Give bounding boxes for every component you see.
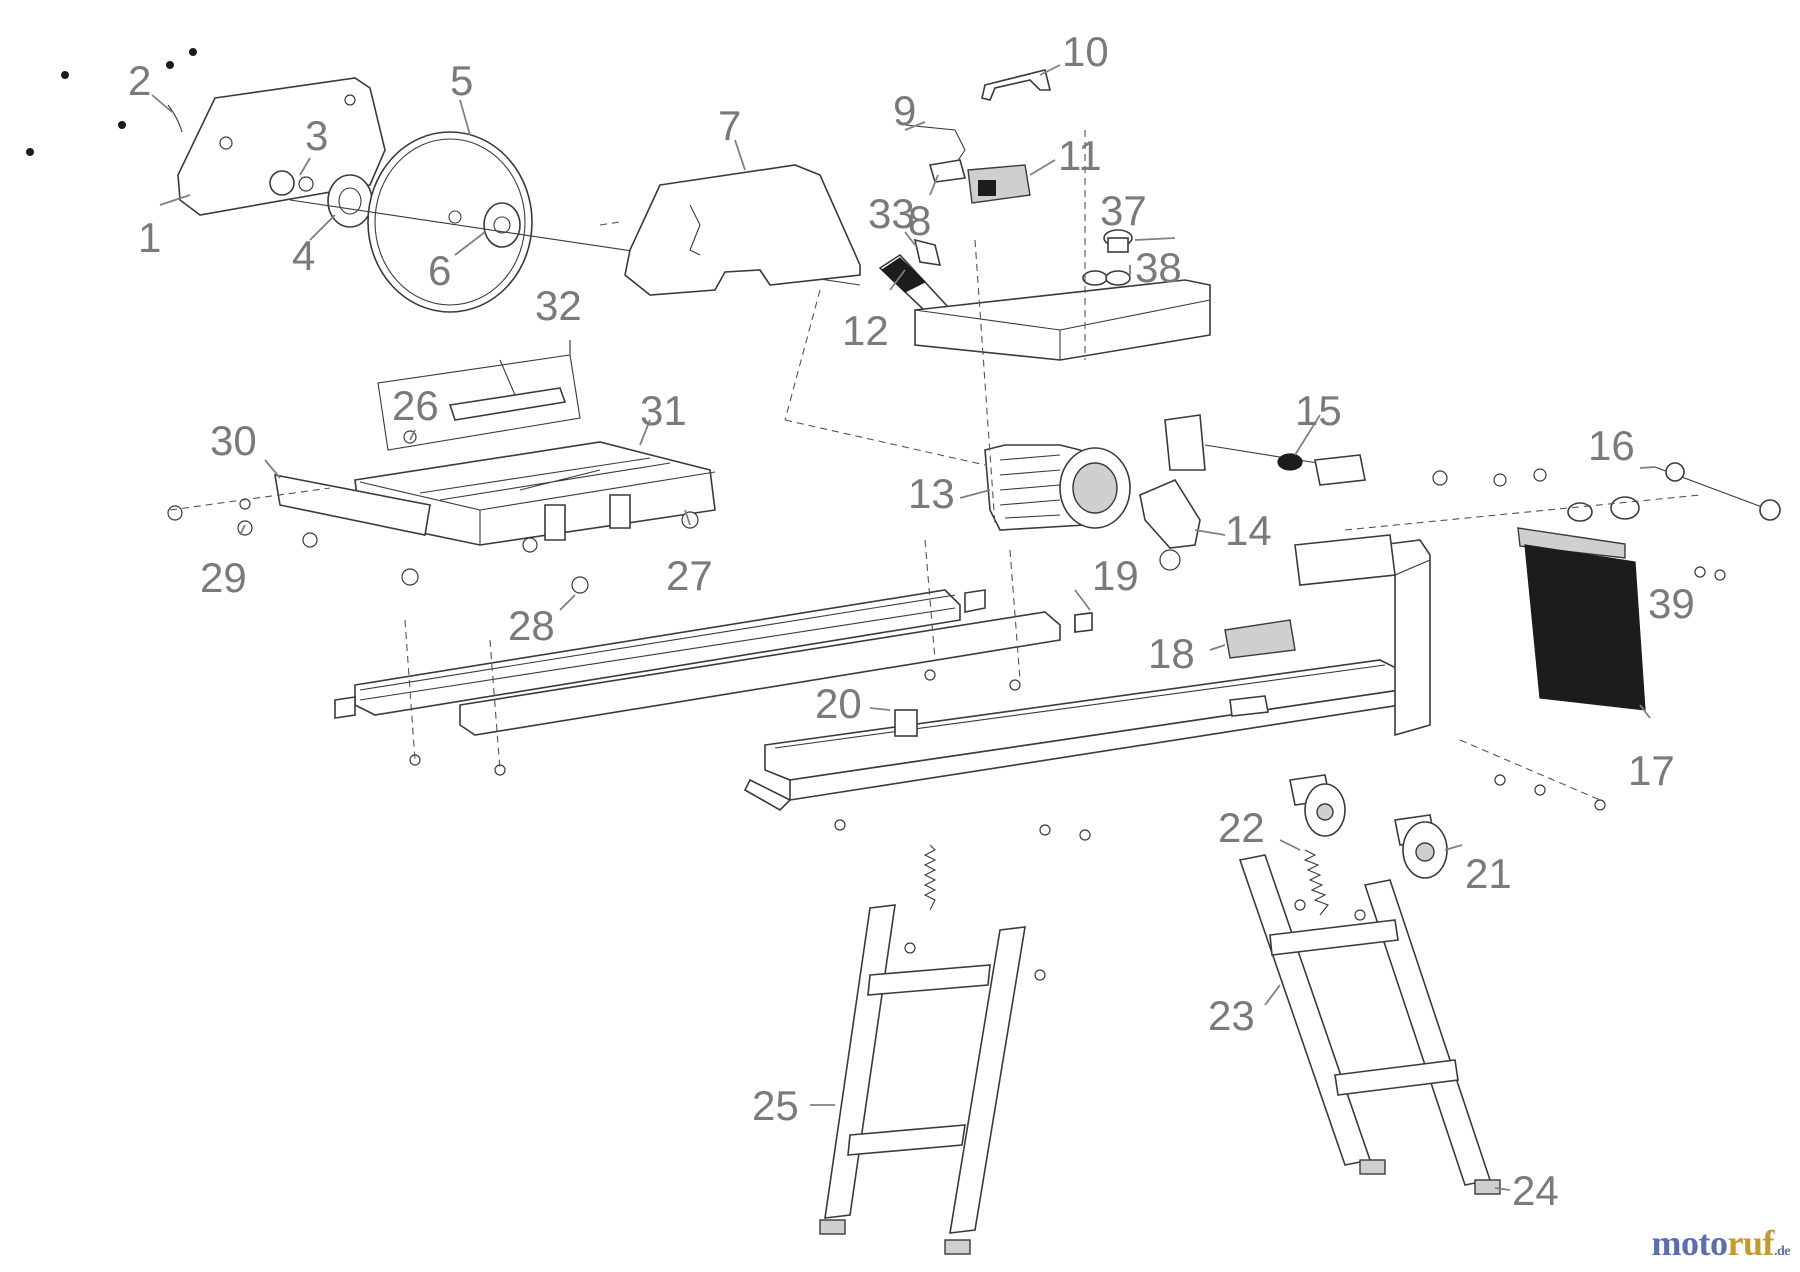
callout-37: 37 bbox=[1100, 187, 1147, 234]
brand-part-de: .de bbox=[1774, 1244, 1791, 1259]
part-19-end-cap bbox=[1074, 612, 1093, 633]
callout-10: 10 bbox=[1062, 28, 1109, 75]
part-37-knob bbox=[1103, 229, 1133, 253]
spacer-rings bbox=[1567, 496, 1640, 522]
part-18-clamp bbox=[1224, 619, 1296, 659]
part-25-front-legs bbox=[819, 904, 1026, 1255]
part-11-switch bbox=[967, 164, 1031, 204]
callout-9: 9 bbox=[893, 87, 916, 134]
part-6-flange bbox=[483, 202, 521, 248]
callout-29: 29 bbox=[200, 554, 247, 601]
callout-21: 21 bbox=[1465, 850, 1512, 897]
motoruf-watermark-logo: motoruf.de bbox=[1651, 1222, 1791, 1264]
loose-hardware-dots bbox=[26, 48, 197, 156]
brand-part-ruf: ruf bbox=[1727, 1223, 1775, 1263]
callout-12: 12 bbox=[842, 307, 889, 354]
part-23-rear-legs bbox=[1238, 854, 1501, 1195]
callout-39: 39 bbox=[1648, 580, 1695, 627]
callout-leader-lines bbox=[151, 64, 1656, 1191]
part-9-lever bbox=[904, 124, 966, 166]
callout-6: 6 bbox=[428, 247, 451, 294]
part-32-fence-assembly bbox=[377, 354, 581, 451]
part-21-wheels bbox=[1289, 774, 1448, 879]
callout-4: 4 bbox=[292, 232, 315, 279]
brand-part-moto: moto bbox=[1651, 1223, 1728, 1263]
part-1-guard-plate bbox=[177, 77, 386, 216]
part-17-splash-guard bbox=[1517, 527, 1646, 711]
callout-2: 2 bbox=[128, 57, 151, 104]
part-8-bracket bbox=[928, 159, 967, 183]
part-2-pin bbox=[167, 104, 183, 133]
callout-32: 32 bbox=[535, 282, 582, 329]
part-7-blade-guard bbox=[624, 164, 861, 296]
part-22-springs bbox=[923, 844, 1329, 916]
callout-30: 30 bbox=[210, 417, 257, 464]
callout-27: 27 bbox=[666, 552, 713, 599]
rail-assembly bbox=[334, 589, 1091, 736]
callout-25: 25 bbox=[752, 1082, 799, 1129]
table-hardware bbox=[167, 498, 699, 594]
part-13-motor bbox=[984, 444, 1131, 531]
callout-26: 26 bbox=[392, 382, 439, 429]
part-15-tension-assembly bbox=[1164, 414, 1366, 486]
callout-14: 14 bbox=[1225, 507, 1272, 554]
callout-22: 22 bbox=[1218, 804, 1265, 851]
callout-18: 18 bbox=[1148, 630, 1195, 677]
part-4-flange bbox=[327, 174, 373, 228]
part-31-sliding-table bbox=[354, 441, 716, 546]
callout-16: 16 bbox=[1588, 422, 1635, 469]
callout-8: 8 bbox=[908, 197, 931, 244]
callout-1: 1 bbox=[138, 214, 161, 261]
callout-13: 13 bbox=[908, 470, 955, 517]
motor-mount-plate bbox=[914, 279, 1211, 361]
part-38-knob bbox=[1082, 270, 1131, 286]
callout-20: 20 bbox=[815, 680, 862, 727]
part-14-motor-bracket bbox=[1139, 478, 1201, 549]
part-5-blade bbox=[367, 131, 533, 313]
callout-19: 19 bbox=[1092, 552, 1139, 599]
main-frame bbox=[743, 534, 1431, 811]
callout-15: 15 bbox=[1295, 387, 1342, 434]
callout-31: 31 bbox=[640, 387, 687, 434]
callout-3: 3 bbox=[305, 112, 328, 159]
callout-5: 5 bbox=[450, 57, 473, 104]
callout-17: 17 bbox=[1628, 747, 1675, 794]
assembly-dash-lines bbox=[169, 130, 1701, 801]
callout-7: 7 bbox=[718, 102, 741, 149]
part-33-pin bbox=[913, 238, 942, 266]
callout-23: 23 bbox=[1208, 992, 1255, 1039]
callout-24: 24 bbox=[1512, 1167, 1559, 1214]
callout-38: 38 bbox=[1135, 244, 1182, 291]
part-16-handle-bolt bbox=[1654, 462, 1781, 521]
part-10-handle bbox=[981, 69, 1052, 101]
callout-labels: 1 2 3 4 5 6 7 8 9 10 11 12 13 14 15 16 1… bbox=[128, 28, 1695, 1214]
callout-28: 28 bbox=[508, 602, 555, 649]
callout-33: 33 bbox=[868, 190, 915, 237]
part-3-washer bbox=[269, 170, 314, 196]
callout-11: 11 bbox=[1058, 132, 1102, 179]
